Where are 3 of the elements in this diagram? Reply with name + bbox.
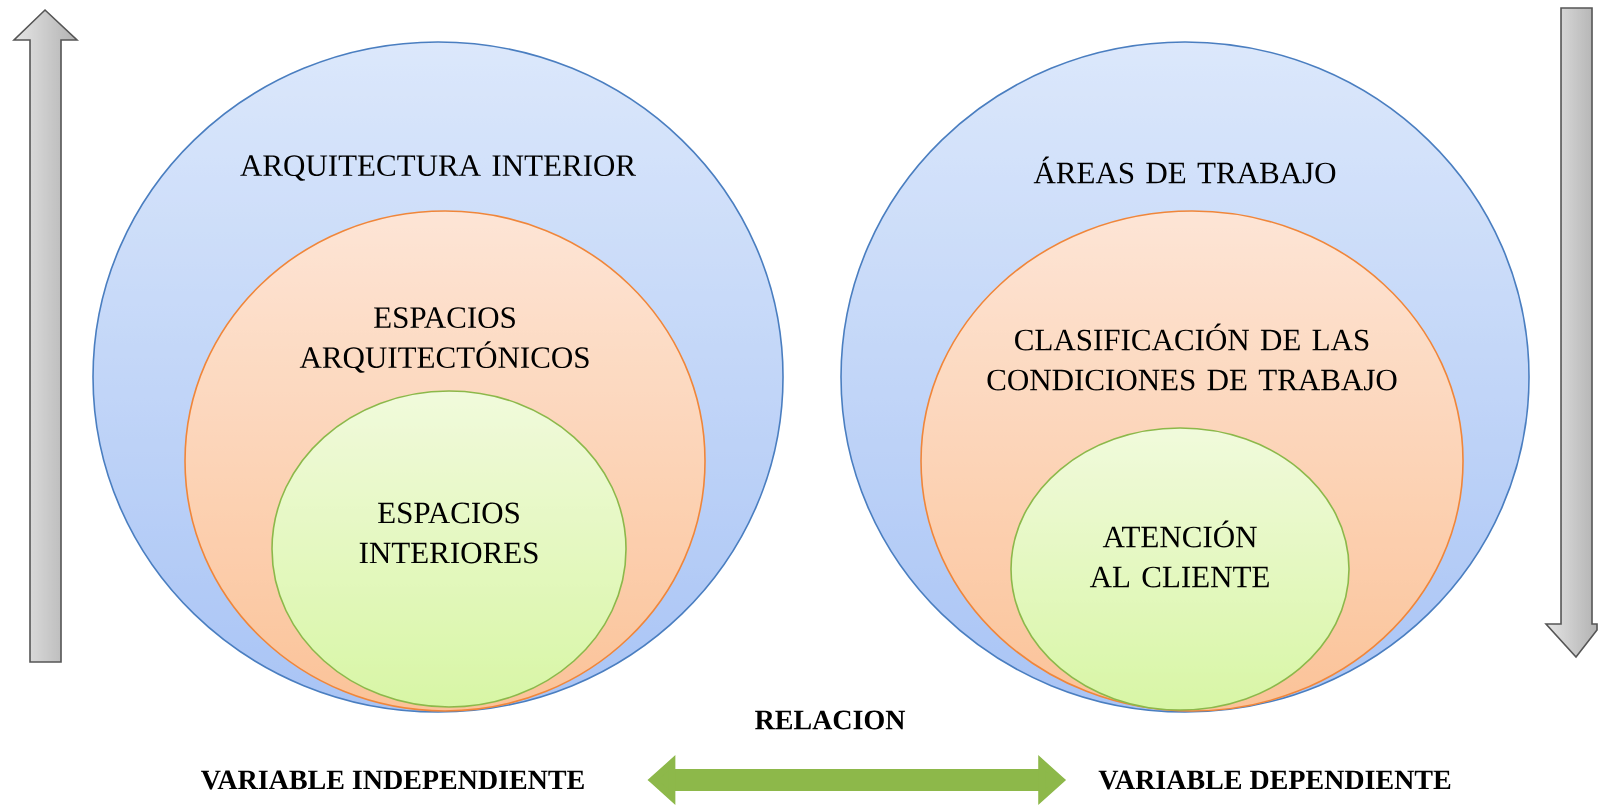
variable-label: VARIABLE INDEPENDIENTE: [201, 770, 584, 790]
edge-label: RELACION: [755, 710, 906, 730]
variable-label: VARIABLE DEPENDIENTE: [1098, 770, 1451, 790]
